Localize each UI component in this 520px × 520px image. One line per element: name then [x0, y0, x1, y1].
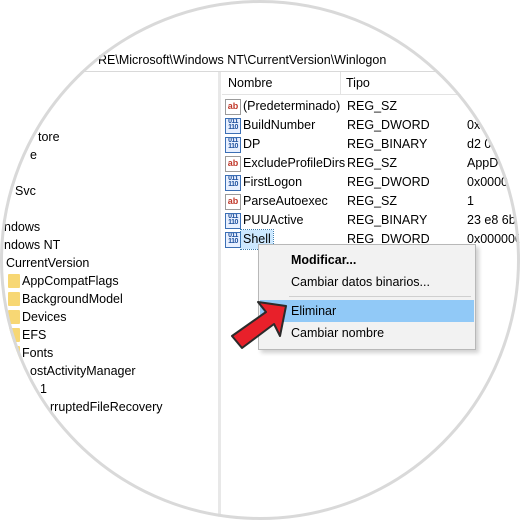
menu-item-cambiar-nombre[interactable]: Cambiar nombre — [291, 326, 385, 340]
address-path: RE\Microsoft\Windows NT\CurrentVersion\W… — [98, 53, 387, 67]
string-value-icon: ab — [225, 156, 241, 172]
tree-item[interactable]: EFS — [22, 328, 47, 342]
pane-splitter[interactable] — [218, 72, 221, 520]
folder-icon — [8, 292, 20, 306]
tree-item[interactable]: BackgroundModel — [22, 292, 123, 306]
column-header-name[interactable]: Nombre — [228, 76, 273, 90]
tree-item[interactable]: 1 — [40, 382, 47, 396]
column-divider[interactable] — [340, 72, 341, 94]
column-header-type[interactable]: Tipo — [346, 76, 370, 90]
context-menu: Modificar... Cambiar datos binarios... E… — [258, 244, 476, 350]
menu-separator — [289, 296, 471, 297]
value-row[interactable]: ab ExcludeProfileDirs REG_SZ AppD — [222, 154, 520, 173]
tree-item[interactable]: tore — [38, 130, 60, 144]
folder-icon — [8, 274, 20, 288]
folder-icon — [8, 328, 20, 342]
tree-item[interactable]: ndows — [4, 220, 41, 234]
folder-icon — [8, 382, 20, 396]
folder-icon — [8, 346, 20, 360]
folder-icon — [8, 364, 20, 378]
tree-item[interactable]: rruptedFileRecovery — [50, 400, 163, 414]
tree-item[interactable]: Fonts — [22, 346, 54, 360]
tree-item[interactable]: ndows NT — [4, 238, 61, 252]
menu-item-eliminar[interactable]: Eliminar — [260, 300, 474, 322]
column-divider[interactable] — [462, 72, 463, 94]
address-bar[interactable]: RE\Microsoft\Windows NT\CurrentVersion\W… — [0, 49, 520, 72]
menu-item-modificar[interactable]: Modificar... — [291, 253, 357, 267]
tree-item[interactable]: ostActivityManager — [30, 364, 136, 378]
tree-item[interactable]: Svc — [15, 184, 36, 198]
value-row[interactable]: ab (Predeterminado) REG_SZ — [222, 97, 520, 116]
folder-icon — [8, 400, 20, 414]
tree-item[interactable]: e — [30, 148, 37, 162]
tree-item[interactable]: Devices — [22, 310, 67, 324]
string-value-icon: ab — [225, 194, 241, 210]
folder-icon — [8, 310, 20, 324]
red-arrow-icon — [231, 301, 287, 349]
tree-item-currentversion[interactable]: CurrentVersion — [6, 256, 90, 270]
value-row[interactable]: ab ParseAutoexec REG_SZ 1 — [222, 192, 520, 211]
tree-item[interactable]: AppCompatFlags — [22, 274, 119, 288]
string-value-icon: ab — [225, 99, 241, 115]
menu-item-cambiar-datos-binarios[interactable]: Cambiar datos binarios... — [291, 275, 430, 289]
values-list-header: Nombre Tipo — [222, 72, 520, 95]
key-tree-pane[interactable]: tore e Svc ndows ndows NT CurrentVersion… — [0, 72, 219, 520]
